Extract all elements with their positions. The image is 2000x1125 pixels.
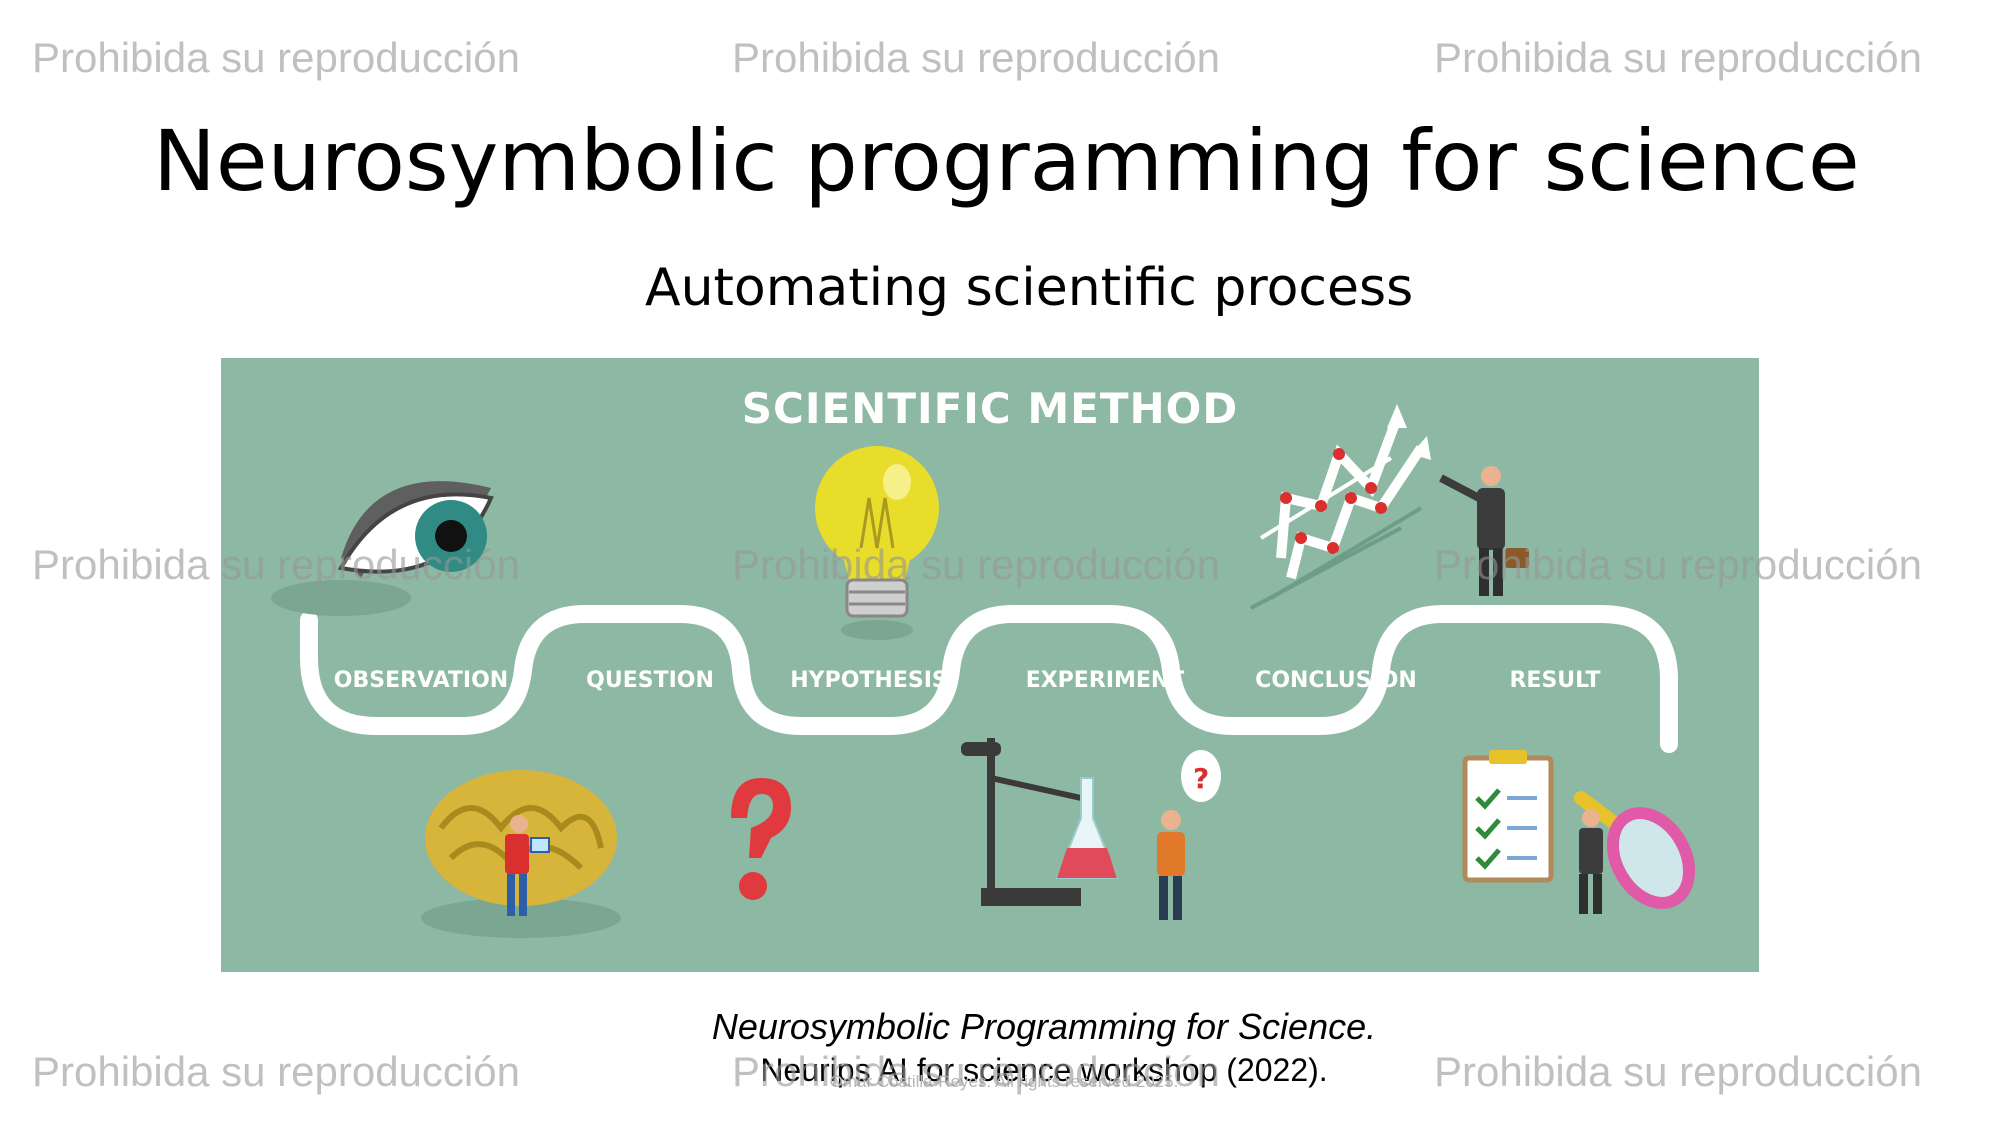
step-hypothesis: HYPOTHESIS [790, 668, 948, 693]
slide-title: Neurosymbolic programming for science [153, 112, 1860, 210]
scientific-method-figure: ? SCIENTIFIC METHOD OBSERVATION QUESTION… [221, 358, 1759, 972]
process-path [300, 605, 1678, 753]
eye-icon [271, 481, 494, 616]
lightbulb-icon [815, 446, 939, 640]
slide-subtitle: Automating scientific process [645, 258, 1414, 318]
svg-text:?: ? [1193, 762, 1209, 795]
citation-title: Neurosymbolic Programming for Science. [711, 1006, 1377, 1047]
magnifier-icon [1574, 791, 1695, 914]
question-mark-icon [731, 778, 791, 900]
growth-chart-icon [1250, 404, 1431, 610]
citation-venue: Neurips AI for science workshop (2022). [760, 1052, 1328, 1088]
watermark-text: Prohibida su reproducción [732, 34, 1220, 81]
checklist-icon [1462, 750, 1554, 883]
person-thinking-icon: ? [1157, 750, 1221, 920]
step-question: QUESTION [586, 668, 714, 693]
businessman-icon [1439, 466, 1529, 596]
copyright-footer: Omar Costilla-Reyes. All rights reserved… [829, 1072, 1179, 1091]
scientific-method-illustration: ? [271, 404, 1695, 938]
step-experiment: EXPERIMENT [1025, 668, 1185, 693]
person-tablet-icon [505, 815, 550, 916]
step-observation: OBSERVATION [333, 668, 509, 693]
watermark-text: Prohibida su reproducción [32, 34, 520, 81]
watermark-text: Prohibida su reproducción [1434, 34, 1922, 81]
figure-heading: SCIENTIFIC METHOD [741, 384, 1239, 433]
lab-flask-icon [961, 738, 1119, 906]
step-conclusion: CONCLUSION [1255, 668, 1417, 693]
step-result: RESULT [1509, 668, 1601, 693]
